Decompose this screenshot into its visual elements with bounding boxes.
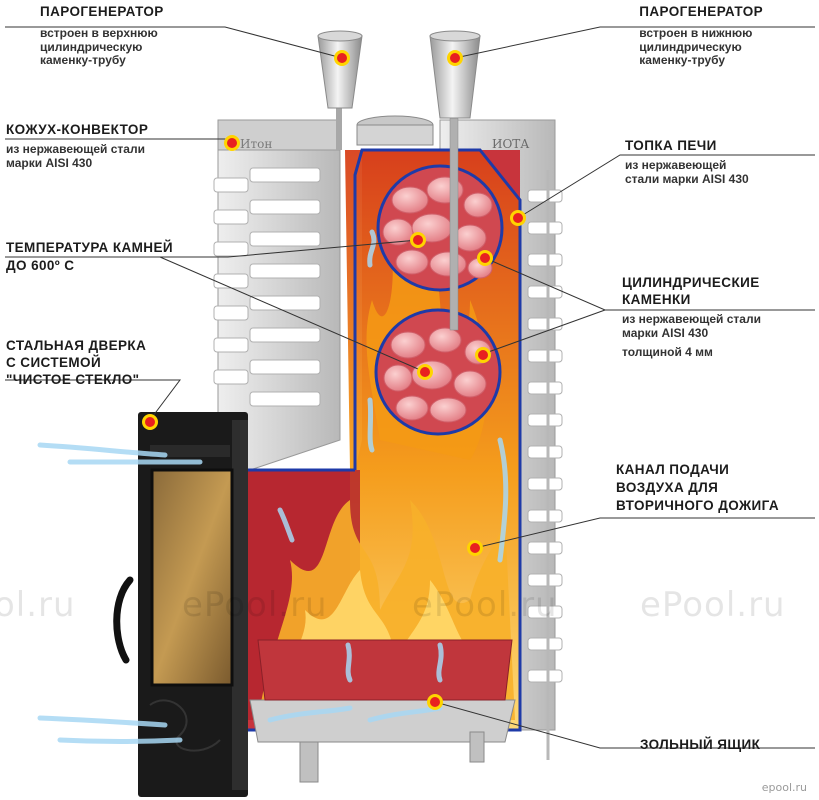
callout-markers <box>142 50 526 710</box>
label-text: стали марки AISI 430 <box>625 171 749 186</box>
label-steam-generator-bottom: ПАРОГЕНЕРАТОР встроен в нижнюю цилиндрич… <box>639 4 763 67</box>
label-casing-convector: КОЖУХ-КОНВЕКТОР из нержавеющей стали мар… <box>6 122 148 170</box>
watermark-3: ePool.ru <box>640 585 786 625</box>
watermark-2: ePool.ru <box>412 585 558 625</box>
label-title: КАМЕНКИ <box>622 292 691 308</box>
label-text: встроен в верхнюю <box>40 26 158 41</box>
label-title: КАНАЛ ПОДАЧИ <box>616 462 730 477</box>
air-flow-arrows <box>37 229 509 744</box>
label-title: ТЕМПЕРАТУРА КАМНЕЙ <box>6 240 173 255</box>
label-title: ПАРОГЕНЕРАТОР <box>40 4 164 19</box>
label-steel-door: СТАЛЬНАЯ ДВЕРКА С СИСТЕМОЙ "ЧИСТОЕ СТЕКЛ… <box>6 338 146 387</box>
steam-generator-bottom <box>429 30 481 331</box>
label-text: марки AISI 430 <box>622 325 709 340</box>
leader-lines <box>5 26 815 749</box>
label-title: ВТОРИЧНОГО ДОЖИГА <box>616 498 780 514</box>
steam-generator-top <box>317 30 363 150</box>
label-title: ТОПКА ПЕЧИ <box>625 138 717 153</box>
label-title: ПАРОГЕНЕРАТОР <box>639 4 763 19</box>
stove-door <box>113 412 248 797</box>
label-text: из нержавеющей стали <box>6 142 145 157</box>
label-text: каменку-трубу <box>639 52 726 67</box>
chimney-collar <box>356 115 434 146</box>
watermark-1: ePool.ru <box>182 585 328 625</box>
label-title: С СИСТЕМОЙ <box>6 355 102 371</box>
label-title: ВОЗДУХА ДЛЯ <box>616 480 719 496</box>
label-ash-box: ЗОЛЬНЫЙ ЯЩИК <box>640 737 760 752</box>
label-text: цилиндрическую <box>40 39 143 54</box>
label-title: ЦИЛИНДРИЧЕСКИЕ <box>622 275 760 290</box>
label-title: ЗОЛЬНЫЙ ЯЩИК <box>640 737 761 752</box>
label-text: встроен в нижнюю <box>639 26 753 41</box>
label-text: марки AISI 430 <box>6 155 93 170</box>
label-stone-temperature: ТЕМПЕРАТУРА КАМНЕЙ ДО 600º С <box>6 240 173 273</box>
panel-engraving-right: ИОТА <box>492 137 529 151</box>
label-text: каменку-трубу <box>40 52 126 67</box>
watermark-partial: ol.ru <box>0 585 76 625</box>
ash-box <box>249 639 516 783</box>
label-firebox: ТОПКА ПЕЧИ из нержавеющей стали марки AI… <box>625 138 749 186</box>
panel-engraving-left: Итон <box>240 137 272 151</box>
corner-logo: epool.ru <box>761 781 807 794</box>
label-title: КОЖУХ-КОНВЕКТОР <box>6 122 149 137</box>
lower-stone-heater <box>374 308 502 436</box>
label-title: СТАЛЬНАЯ ДВЕРКА <box>6 338 147 353</box>
label-title: ДО 600º С <box>6 258 75 274</box>
label-text: толщиной 4 мм <box>622 345 713 360</box>
label-text: из нержавеющей стали <box>622 312 761 327</box>
label-secondary-air-channel: КАНАЛ ПОДАЧИ ВОЗДУХА ДЛЯ ВТОРИЧНОГО ДОЖИ… <box>616 462 779 513</box>
label-text: цилиндрическую <box>639 39 742 54</box>
label-title: "ЧИСТОЕ СТЕКЛО" <box>6 372 140 388</box>
label-steam-generator-top: ПАРОГЕНЕРАТОР встроен в верхнюю цилиндри… <box>40 4 164 67</box>
label-cylindrical-heaters: ЦИЛИНДРИЧЕСКИЕ КАМЕНКИ из нержавеющей ст… <box>622 275 761 360</box>
upper-stone-heater <box>376 164 504 292</box>
label-text: из нержавеющей <box>625 158 727 173</box>
